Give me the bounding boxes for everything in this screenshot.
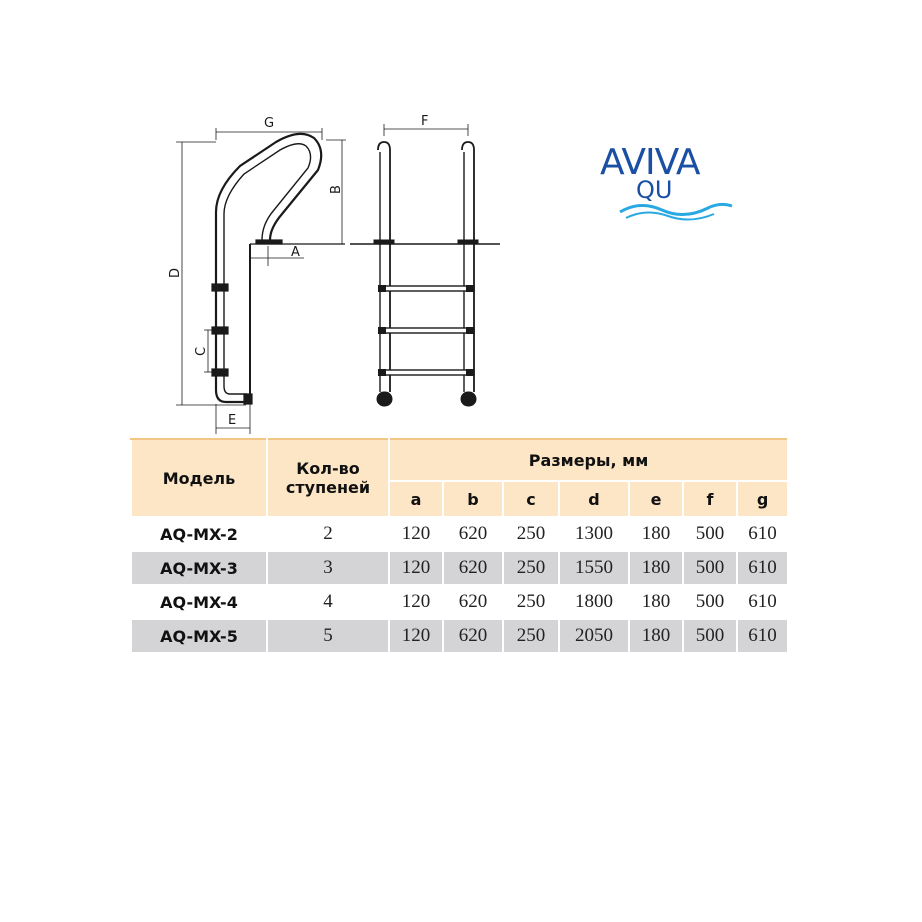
header-col-d: d <box>558 480 630 518</box>
row-model: AQ-MX-2 <box>130 516 268 552</box>
label-b: B <box>329 185 344 194</box>
row-value-c: 250 <box>502 516 560 552</box>
header-steps-line1: Кол-во <box>296 459 360 478</box>
row-value-b: 620 <box>442 618 504 654</box>
row-value-g: 610 <box>735 516 790 552</box>
row-value-d: 1800 <box>558 584 630 620</box>
row-value-e: 180 <box>628 516 684 552</box>
row-value-d: 1300 <box>558 516 630 552</box>
table-row: AQ-MX-2 2 120 620 250 1300 180 500 610 <box>130 516 790 552</box>
label-e: E <box>228 413 236 428</box>
dimensions-table: Модель Кол-во ступеней Размеры, мм a b c… <box>130 438 790 654</box>
table-row: AQ-MX-3 3 120 620 250 1550 180 500 610 <box>130 550 790 586</box>
row-steps: 3 <box>266 550 390 586</box>
row-steps: 4 <box>266 584 390 620</box>
front-view <box>350 124 500 407</box>
logo-line1: AVIVA <box>600 142 701 183</box>
label-c: C <box>194 347 209 356</box>
row-value-a: 120 <box>388 516 444 552</box>
row-value-a: 120 <box>388 550 444 586</box>
row-value-a: 120 <box>388 584 444 620</box>
row-value-e: 180 <box>628 550 684 586</box>
header-col-a: a <box>388 480 444 518</box>
header-col-f: f <box>682 480 738 518</box>
row-value-c: 250 <box>502 618 560 654</box>
row-value-e: 180 <box>628 618 684 654</box>
ladder-drawings: G B D C A E F <box>168 114 500 434</box>
row-value-c: 250 <box>502 584 560 620</box>
row-value-c: 250 <box>502 550 560 586</box>
aviva-aqua-logo: AVIVA QU <box>592 130 742 222</box>
row-value-a: 120 <box>388 618 444 654</box>
row-value-g: 610 <box>735 584 790 620</box>
side-view-labels: G B D C A E <box>168 116 344 428</box>
row-value-d: 2050 <box>558 618 630 654</box>
row-value-d: 1550 <box>558 550 630 586</box>
header-model: Модель <box>130 438 268 518</box>
row-model: AQ-MX-5 <box>130 618 268 654</box>
row-value-e: 180 <box>628 584 684 620</box>
row-steps: 2 <box>266 516 390 552</box>
label-f: F <box>421 114 428 129</box>
header-steps: Кол-во ступеней <box>266 438 390 518</box>
label-d: D <box>168 268 183 278</box>
row-value-b: 620 <box>442 516 504 552</box>
row-value-g: 610 <box>735 550 790 586</box>
header-col-g: g <box>735 480 790 518</box>
row-value-b: 620 <box>442 584 504 620</box>
label-a: A <box>291 245 300 260</box>
header-steps-line2: ступеней <box>285 478 371 497</box>
row-model: AQ-MX-4 <box>130 584 268 620</box>
side-view <box>176 128 346 434</box>
row-value-f: 500 <box>682 584 738 620</box>
header-col-e: e <box>628 480 684 518</box>
header-col-c: c <box>502 480 560 518</box>
row-value-b: 620 <box>442 550 504 586</box>
header-dimensions: Размеры, мм <box>387 438 790 482</box>
row-value-f: 500 <box>682 550 738 586</box>
table-row: AQ-MX-4 4 120 620 250 1800 180 500 610 <box>130 584 790 620</box>
logo-line2: QU <box>636 176 672 204</box>
header-col-b: b <box>442 480 504 518</box>
row-steps: 5 <box>266 618 390 654</box>
row-value-f: 500 <box>682 516 738 552</box>
row-value-f: 500 <box>682 618 738 654</box>
label-g: G <box>264 116 274 131</box>
row-model: AQ-MX-3 <box>130 550 268 586</box>
row-value-g: 610 <box>735 618 790 654</box>
table-row: AQ-MX-5 5 120 620 250 2050 180 500 610 <box>130 618 790 654</box>
